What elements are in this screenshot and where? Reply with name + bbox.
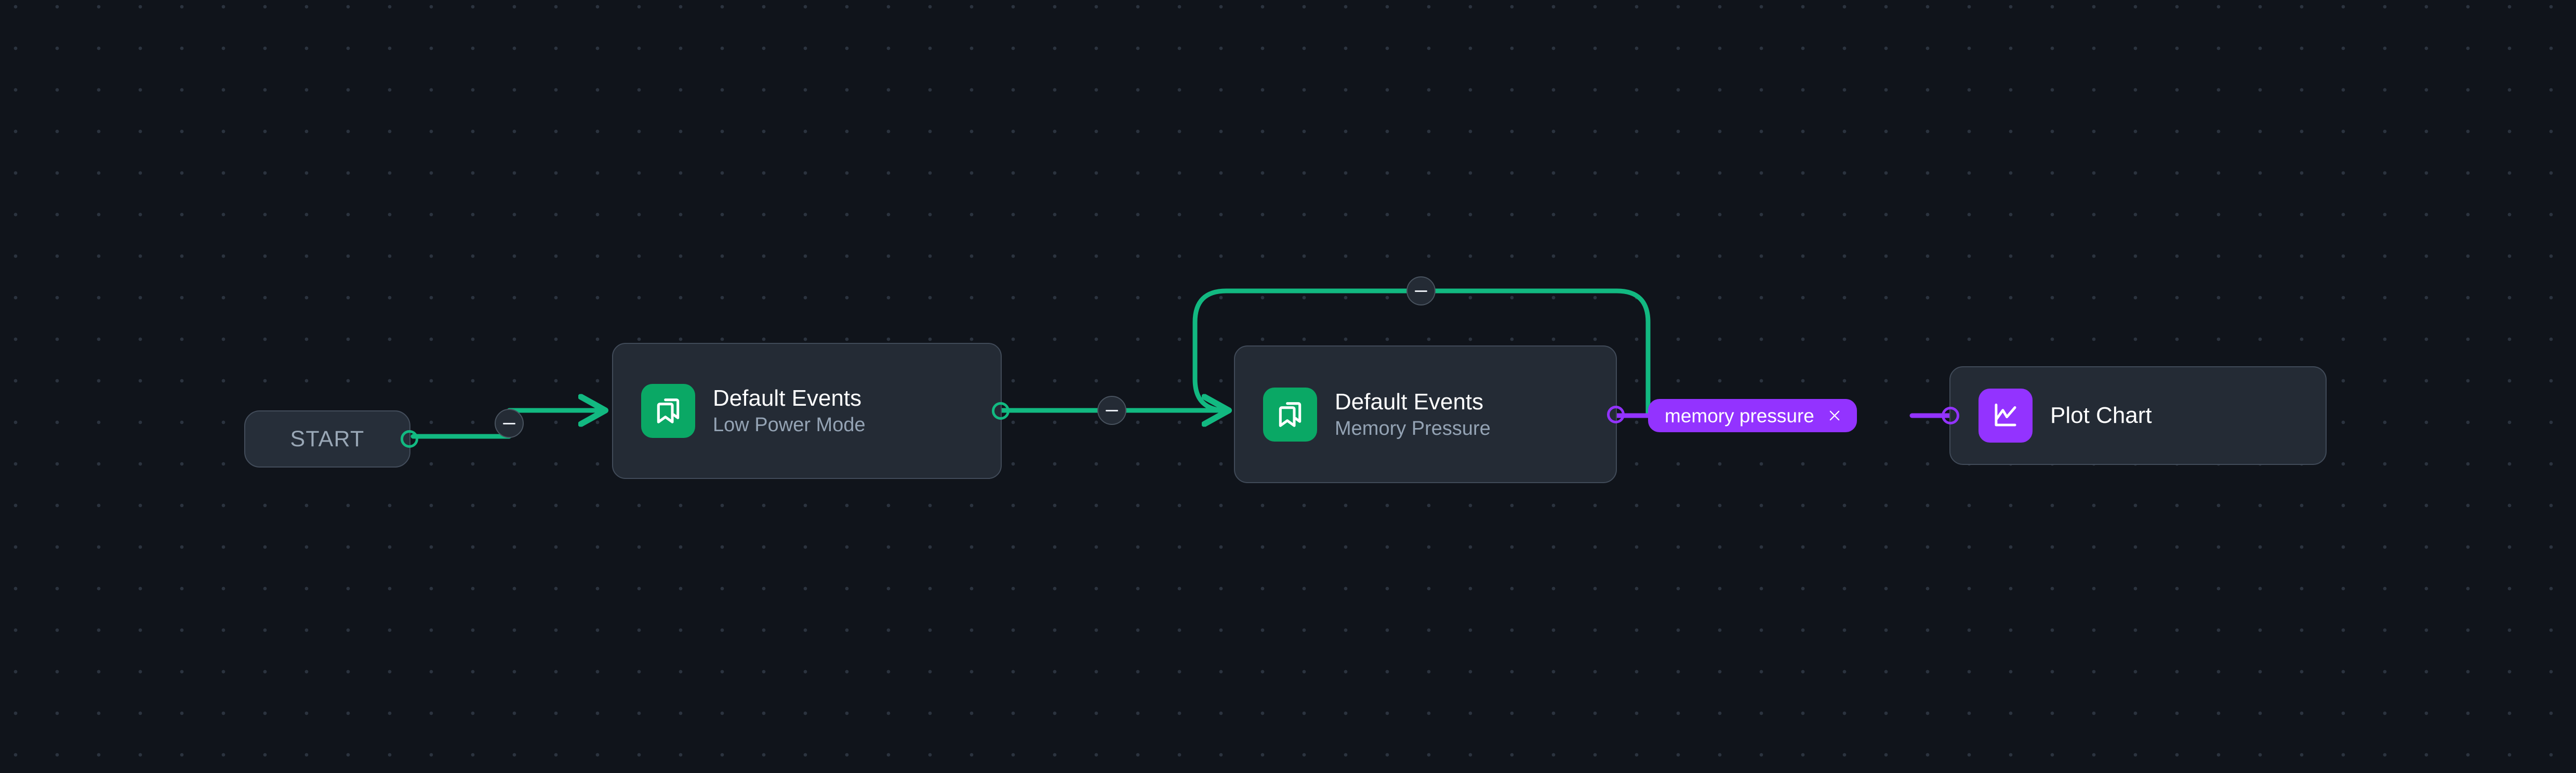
edge-btn-start-to-low-power[interactable]: [495, 409, 524, 438]
edge-btn-low-power-to-memory[interactable]: [1097, 396, 1126, 425]
start-label: START: [290, 426, 365, 451]
line-chart-icon: [1979, 389, 2033, 443]
node-title: Plot Chart: [2050, 403, 2152, 428]
node-text-block: Default Events Memory Pressure: [1335, 389, 1491, 439]
minus-icon: [1106, 409, 1118, 411]
node-subtitle: Memory Pressure: [1335, 417, 1491, 439]
bookmarks-icon: [1263, 387, 1317, 442]
node-text-block: Plot Chart: [2050, 404, 2152, 427]
minus-icon: [1415, 290, 1427, 292]
minus-icon: [503, 422, 515, 424]
close-icon[interactable]: [1826, 407, 1843, 424]
bookmarks-icon: [641, 384, 695, 438]
start-output-handle[interactable]: [401, 430, 418, 448]
node-text-block: Default Events Low Power Mode: [713, 387, 866, 435]
plot-chart-input-handle[interactable]: [1942, 407, 1959, 424]
memory-pressure-output-handle[interactable]: [1607, 405, 1625, 423]
node-title: Default Events: [1335, 389, 1484, 415]
node-plot-chart[interactable]: Plot Chart: [1942, 366, 2327, 465]
pill-label: memory pressure: [1665, 405, 1814, 427]
node-subtitle: Low Power Mode: [713, 414, 866, 436]
node-default-events-memory-pressure[interactable]: Default Events Memory Pressure: [1234, 345, 1625, 483]
node-start[interactable]: START: [244, 410, 418, 468]
edge-btn-loop-back[interactable]: [1406, 276, 1436, 305]
low-power-output-handle[interactable]: [992, 402, 1010, 420]
variable-pill-memory-pressure[interactable]: memory pressure: [1648, 399, 1857, 432]
node-default-events-low-power[interactable]: Default Events Low Power Mode: [612, 343, 1010, 479]
node-title: Default Events: [713, 385, 862, 411]
